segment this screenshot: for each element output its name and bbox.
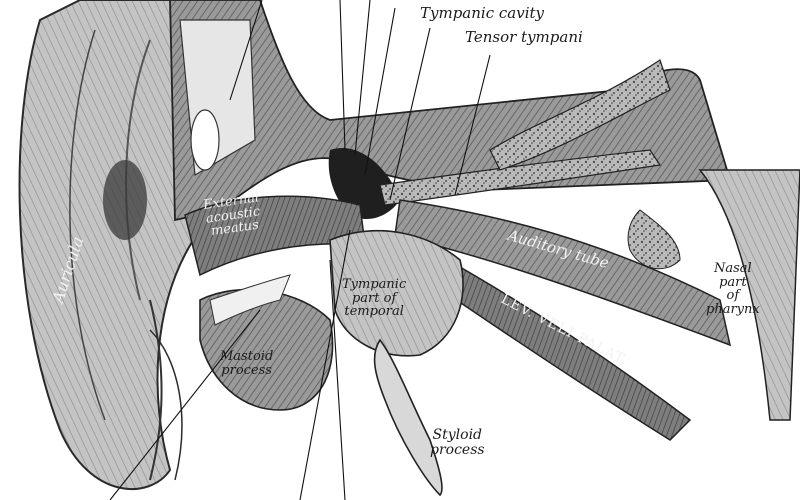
label-tensor-tympani: Tensor tympani xyxy=(465,28,583,46)
label-nasal-line2: part xyxy=(719,274,747,290)
label-external-acoustic-meatus: External acoustic meatus xyxy=(202,190,263,239)
label-tympanic-line2: part of xyxy=(351,290,397,306)
label-styloid-line1: Styloid xyxy=(432,427,483,443)
label-tympanic-line1: Tympanic xyxy=(342,277,407,292)
label-nasal-line1: Nasal xyxy=(714,261,752,276)
label-nasal-part-of-pharynx: Nasal part of pharynx xyxy=(706,262,760,317)
label-mastoid-line1: Mastoid xyxy=(220,349,274,364)
label-mastoid-line2: process xyxy=(221,362,272,378)
styloid-process xyxy=(373,338,443,497)
label-tympanic-part-of-temporal: Tympanic part of temporal xyxy=(342,278,406,319)
label-nasal-line3: of xyxy=(726,288,740,304)
tympanic-part-of-temporal xyxy=(329,229,464,357)
label-tympanic-cavity: Tympanic cavity xyxy=(420,4,544,22)
auditory-tube xyxy=(394,199,732,347)
leader-lines xyxy=(109,0,491,500)
label-mastoid-process: Mastoid process xyxy=(220,350,273,377)
label-nasal-line4: pharynx xyxy=(706,301,760,317)
label-styloid-line2: process xyxy=(430,441,485,458)
label-styloid-process: Styloid process xyxy=(430,428,485,457)
nasal-pharynx xyxy=(698,169,800,421)
levator-veli-palatini xyxy=(419,248,692,441)
label-tympanic-line3: temporal xyxy=(344,304,404,320)
